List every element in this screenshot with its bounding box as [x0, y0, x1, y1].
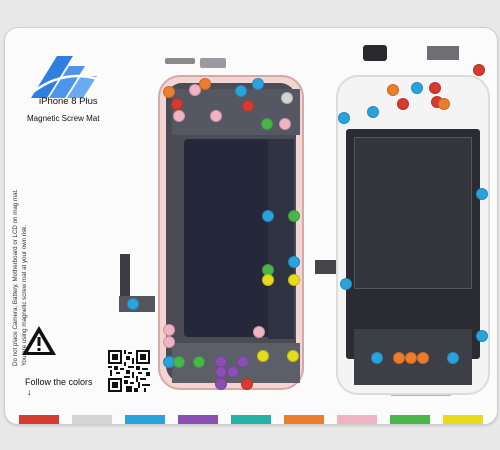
display-shield — [354, 137, 472, 289]
down-arrow-icon: ↓ — [27, 387, 32, 397]
mat-subtitle: Magnetic Screw Mat — [27, 114, 100, 123]
screw-marker — [235, 85, 247, 97]
bracket-part — [200, 58, 226, 68]
screw-marker — [338, 112, 350, 124]
screw-marker — [438, 98, 450, 110]
logic-board-rail — [268, 139, 294, 339]
swatch-red — [19, 415, 59, 424]
logic-board-top — [172, 89, 300, 135]
screw-marker — [447, 352, 459, 364]
screw-marker — [279, 118, 291, 130]
screw-marker — [163, 86, 175, 98]
bracket-part — [165, 58, 195, 64]
screw-marker — [288, 210, 300, 222]
phone-internals — [166, 83, 300, 383]
screw-marker — [288, 256, 300, 268]
swatch-teal — [231, 415, 271, 424]
screw-marker — [393, 352, 405, 364]
screw-marker — [371, 352, 383, 364]
screw-marker — [340, 278, 352, 290]
swatch-gray — [72, 415, 112, 424]
brand-logo-icon — [31, 56, 102, 98]
swatch-orange — [284, 415, 324, 424]
hazard-warning-icon — [22, 326, 56, 355]
screw-marker — [127, 298, 139, 310]
screw-marker — [237, 356, 249, 368]
swatch-blue — [125, 415, 165, 424]
swatch-purple — [178, 415, 218, 424]
screw-marker — [473, 64, 485, 76]
screw-marker — [215, 366, 227, 378]
screw-marker — [262, 274, 274, 286]
screw-marker — [405, 352, 417, 364]
phone-rear-housing — [158, 75, 304, 390]
warning-line-1: Do not place Camera, Battery, Motherboar… — [12, 189, 19, 366]
screw-marker — [173, 356, 185, 368]
phone-display-assembly — [336, 75, 490, 395]
swatch-green — [390, 415, 430, 424]
mat-title: iPhone 8 Plus — [39, 96, 98, 107]
swatch-yellow — [443, 415, 483, 424]
screw-marker — [387, 84, 399, 96]
bracket-part — [427, 46, 459, 60]
screw-marker — [171, 98, 183, 110]
screw-marker — [417, 352, 429, 364]
screw-marker — [215, 378, 227, 390]
screw-marker — [262, 210, 274, 222]
screw-marker — [257, 350, 269, 362]
screw-marker — [227, 366, 239, 378]
speaker-part — [363, 45, 387, 61]
screw-marker — [367, 106, 379, 118]
follow-colors-label: Follow the colors — [25, 377, 93, 387]
screw-marker — [429, 82, 441, 94]
screw-marker — [241, 378, 253, 390]
swatch-pink — [337, 415, 377, 424]
screw-marker — [397, 98, 409, 110]
screw-marker — [193, 356, 205, 368]
screw-marker — [288, 274, 300, 286]
screw-marker — [476, 330, 488, 342]
screw-marker — [173, 110, 185, 122]
screw-marker — [253, 326, 265, 338]
screw-marker — [476, 188, 488, 200]
screw-marker — [281, 92, 293, 104]
battery — [184, 139, 270, 337]
screw-marker — [163, 336, 175, 348]
screw-mat: iPhone 8 Plus Magnetic Screw Mat Do not … — [4, 27, 498, 425]
screw-marker — [261, 118, 273, 130]
screw-marker — [199, 78, 211, 90]
display-back — [346, 129, 480, 385]
screw-marker — [210, 110, 222, 122]
screw-marker — [242, 100, 254, 112]
screw-marker — [189, 84, 201, 96]
screw-marker — [411, 82, 423, 94]
qr-code[interactable] — [108, 350, 150, 392]
screw-marker — [163, 324, 175, 336]
bracket-part — [120, 254, 130, 308]
screw-marker — [252, 78, 264, 90]
screw-marker — [287, 350, 299, 362]
